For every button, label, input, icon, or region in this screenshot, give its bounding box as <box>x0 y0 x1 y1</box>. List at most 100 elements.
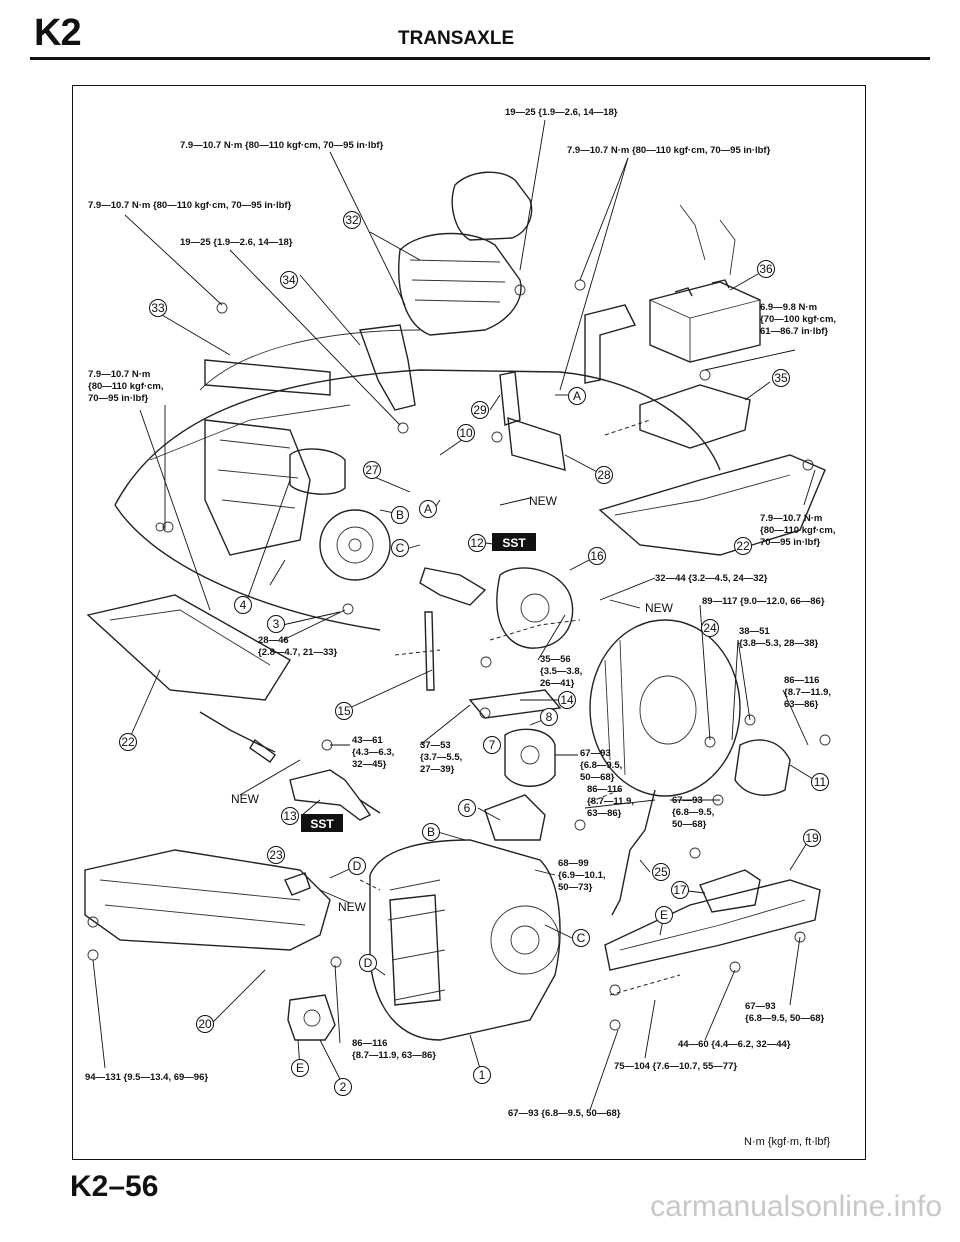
svg-text:4: 4 <box>240 598 247 612</box>
new-label: NEW <box>529 494 558 508</box>
callout-marker: E <box>291 1059 309 1077</box>
svg-text:19: 19 <box>805 831 819 845</box>
svg-text:B: B <box>396 508 404 522</box>
torque-spec: 89—117 {9.0—12.0, 66—86} <box>702 596 825 607</box>
callout-marker: 22 <box>734 537 752 555</box>
svg-text:32: 32 <box>345 213 359 227</box>
torque-spec: 67—93 {6.8—9.5, 50—68} <box>580 748 625 783</box>
torque-spec: 86—116 {8.7—11.9, 63—86} <box>352 1038 436 1061</box>
new-label: NEW <box>231 792 260 806</box>
torque-specs: 19—25 {1.9—2.6, 14—18} 7.9—10.7 N·m {80—… <box>85 107 838 1119</box>
svg-text:33: 33 <box>151 301 165 315</box>
svg-text:23: 23 <box>269 848 283 862</box>
torque-spec: 38—51 {3.8—5.3, 28—38} <box>739 626 819 649</box>
svg-text:B: B <box>427 825 435 839</box>
diagram-frame <box>72 85 866 1160</box>
svg-text:27: 27 <box>365 463 379 477</box>
sst-label: SST <box>492 533 536 551</box>
torque-spec: 67—93 {6.8—9.5, 50—68} <box>508 1108 621 1119</box>
svg-text:22: 22 <box>121 735 135 749</box>
callout-marker: 24 <box>701 619 719 637</box>
component-line-art <box>84 171 831 1041</box>
torque-spec: 75—104 {7.6—10.7, 55—77} <box>614 1061 737 1072</box>
svg-text:6: 6 <box>464 801 471 815</box>
torque-spec: 86—116 {8.7—11.9, 63—86} <box>587 784 637 819</box>
callout-marker: C <box>391 539 409 557</box>
torque-spec: 43—61 {4.3—6.3, 32—45} <box>352 735 397 770</box>
svg-text:35: 35 <box>774 371 788 385</box>
torque-spec: 37—53 {3.7—5.5, 27—39} <box>420 740 465 775</box>
callout-marker: 16 <box>588 547 606 565</box>
torque-spec: 32—44 {3.2—4.5, 24—32} <box>655 573 768 584</box>
callout-marker: 19 <box>803 829 821 847</box>
svg-text:16: 16 <box>590 549 604 563</box>
new-label: NEW <box>338 900 367 914</box>
svg-text:E: E <box>660 908 668 922</box>
callout-marker: 14 <box>558 691 576 709</box>
callout-marker: A <box>568 387 586 405</box>
svg-text:SST: SST <box>502 536 526 550</box>
svg-text:25: 25 <box>654 865 668 879</box>
new-label: NEW <box>645 601 674 615</box>
callout-marker: E <box>655 906 673 924</box>
svg-text:C: C <box>396 541 405 555</box>
page-title: TRANSAXLE <box>398 28 515 49</box>
header-rule <box>30 57 930 60</box>
torque-spec: 94—131 {9.5—13.4, 69—96} <box>85 1072 208 1083</box>
svg-text:D: D <box>364 956 373 970</box>
torque-spec: 7.9—10.7 N·m {80—110 kgf·cm, 70—95 in·lb… <box>567 145 771 156</box>
callout-marker: 32 <box>343 211 361 229</box>
torque-spec: 67—93 {6.8—9.5, 50—68} <box>672 795 717 830</box>
callout-marker: A <box>419 500 437 518</box>
callout-marker: 4 <box>234 596 252 614</box>
svg-text:36: 36 <box>759 262 773 276</box>
svg-text:1: 1 <box>479 1068 486 1082</box>
svg-text:10: 10 <box>459 426 473 440</box>
callout-marker: 7 <box>483 736 501 754</box>
callout-marker: 25 <box>652 863 670 881</box>
torque-spec: 7.9—10.7 N·m {80—110 kgf·cm, 70—95 in·lb… <box>760 513 838 548</box>
callout-marker: 6 <box>458 799 476 817</box>
callout-marker: 22 <box>119 733 137 751</box>
svg-text:12: 12 <box>470 536 484 550</box>
svg-text:22: 22 <box>736 539 750 553</box>
torque-spec: 19—25 {1.9—2.6, 14—18} <box>505 107 618 118</box>
callout-marker: 11 <box>811 773 829 791</box>
callout-marker: 1 <box>473 1066 491 1084</box>
svg-text:8: 8 <box>546 710 553 724</box>
torque-spec: 68—99 {6.9—10.1, 50—73} <box>558 858 608 893</box>
leader-lines <box>92 119 819 1111</box>
svg-text:E: E <box>296 1061 304 1075</box>
svg-text:14: 14 <box>560 693 574 707</box>
svg-text:SST: SST <box>310 817 334 831</box>
svg-text:3: 3 <box>273 617 280 631</box>
torque-spec: 19—25 {1.9—2.6, 14—18} <box>180 237 293 248</box>
svg-text:17: 17 <box>673 883 687 897</box>
callout-marker: 23 <box>267 846 285 864</box>
callout-marker: 29 <box>471 401 489 419</box>
torque-spec: 44—60 {4.4—6.2, 32—44} <box>678 1039 791 1050</box>
sst-label: SST <box>301 814 343 832</box>
page-number: K2–56 <box>70 1170 159 1203</box>
callout-marker: 34 <box>280 271 298 289</box>
units-note: N·m {kgf·m, ft·lbf} <box>744 1136 831 1148</box>
callout-marker: 10 <box>457 424 475 442</box>
svg-text:29: 29 <box>473 403 487 417</box>
torque-spec: 7.9—10.7 N·m {80—110 kgf·cm, 70—95 in·lb… <box>88 200 292 211</box>
callout-marker: 17 <box>671 881 689 899</box>
svg-text:15: 15 <box>337 704 351 718</box>
callout-marker: D <box>348 857 366 875</box>
torque-spec: 67—93 {6.8—9.5, 50—68} <box>745 1001 825 1024</box>
callout-marker: 28 <box>595 466 613 484</box>
svg-text:2: 2 <box>340 1080 347 1094</box>
callout-marker: 35 <box>772 369 790 387</box>
sst-labels: SST SST <box>301 533 536 832</box>
callout-marker: B <box>391 506 409 524</box>
callout-marker: 2 <box>334 1078 352 1096</box>
svg-text:24: 24 <box>703 621 717 635</box>
callout-marker: 8 <box>540 708 558 726</box>
callout-marker: D <box>359 954 377 972</box>
svg-text:13: 13 <box>283 809 297 823</box>
svg-text:11: 11 <box>814 775 827 789</box>
section-code: K2 <box>34 12 82 54</box>
